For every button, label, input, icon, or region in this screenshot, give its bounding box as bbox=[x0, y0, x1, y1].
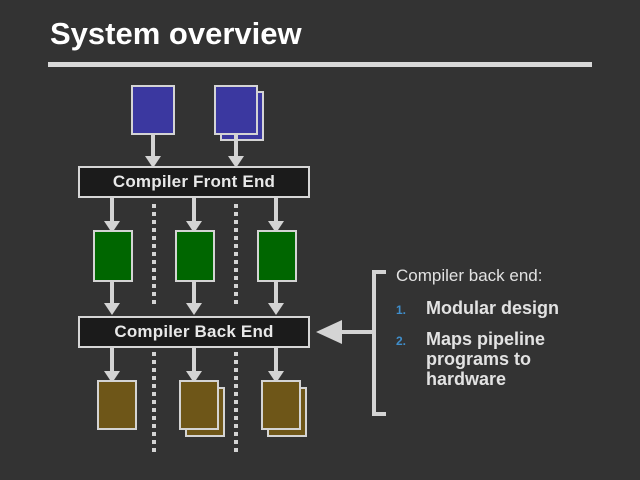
binary-output-2-front bbox=[179, 380, 219, 430]
arrow-module-3-to-back-end bbox=[268, 282, 284, 315]
callout-arrow-head-icon bbox=[316, 320, 342, 344]
arrow-front-end-to-module-3 bbox=[268, 198, 284, 233]
callout-bracket bbox=[372, 270, 386, 416]
binary-output-3-front bbox=[261, 380, 301, 430]
module-stage-1 bbox=[93, 230, 133, 282]
list-item: 1. Modular design bbox=[396, 298, 616, 318]
list-item-label: Modular design bbox=[426, 298, 560, 318]
list-item: 2. Maps pipeline programs to hardware bbox=[396, 329, 616, 389]
arrow-input-2-to-front-end bbox=[228, 135, 244, 168]
arrow-front-end-to-module-2 bbox=[186, 198, 202, 233]
callout-arrow-stem bbox=[340, 330, 376, 334]
list-item-label: Maps pipeline programs to hardware bbox=[426, 329, 546, 390]
arrow-back-end-to-output-2 bbox=[186, 348, 202, 383]
callout-panel: Compiler back end: 1. Modular design 2. … bbox=[396, 266, 616, 401]
arrow-input-1-to-front-end bbox=[145, 135, 161, 168]
module-stage-2 bbox=[175, 230, 215, 282]
column-separator-1-upper bbox=[152, 204, 156, 308]
module-stage-3 bbox=[257, 230, 297, 282]
column-separator-1-lower bbox=[152, 352, 156, 456]
arrow-front-end-to-module-1 bbox=[104, 198, 120, 233]
binary-output-1 bbox=[97, 380, 137, 430]
compiler-back-end-bar: Compiler Back End bbox=[78, 316, 310, 348]
column-separator-2-upper bbox=[234, 204, 238, 308]
column-separator-2-lower bbox=[234, 352, 238, 456]
arrow-module-2-to-back-end bbox=[186, 282, 202, 315]
list-item-number: 1. bbox=[396, 303, 407, 317]
arrow-module-1-to-back-end bbox=[104, 282, 120, 315]
title-divider bbox=[48, 62, 592, 67]
source-program-stack-front bbox=[214, 85, 258, 135]
arrow-back-end-to-output-1 bbox=[104, 348, 120, 383]
page-title: System overview bbox=[50, 16, 302, 51]
source-program-single bbox=[131, 85, 175, 135]
arrow-back-end-to-output-3 bbox=[268, 348, 284, 383]
callout-heading: Compiler back end: bbox=[396, 266, 543, 285]
compiler-front-end-bar: Compiler Front End bbox=[78, 166, 310, 198]
list-item-number: 2. bbox=[396, 334, 407, 349]
